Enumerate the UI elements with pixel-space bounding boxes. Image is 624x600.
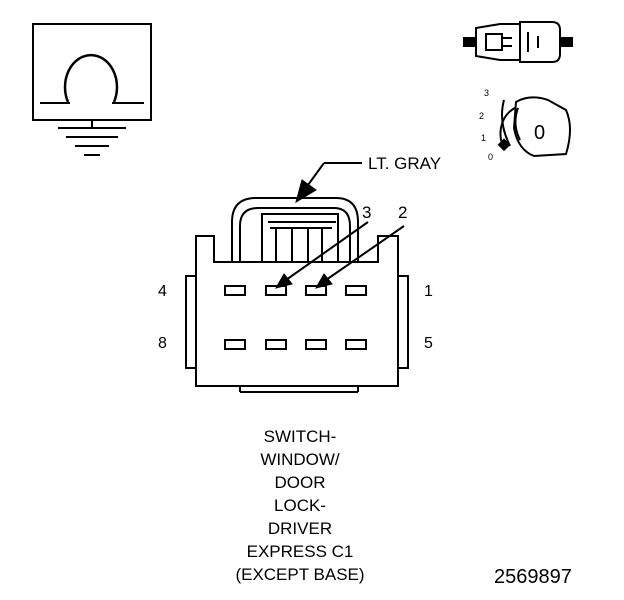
terminal-label-2: 2 <box>398 203 407 222</box>
terminal-pointer-arrows <box>274 221 405 289</box>
description-line: WINDOW/ <box>260 450 340 469</box>
ground-symbol-icon <box>32 23 152 156</box>
connector-body <box>185 197 409 393</box>
connector-side-view-icon <box>463 21 573 63</box>
cavity-6 <box>305 339 327 350</box>
description-line: EXPRESS C1 <box>246 542 354 561</box>
wire-leader-arrow <box>295 162 362 204</box>
description-line: DRIVER <box>267 519 333 538</box>
connector-description: SWITCH- WINDOW/ DOOR LOCK- DRIVER EXPRES… <box>200 425 400 586</box>
cavity-5 <box>345 339 367 350</box>
description-line: DOOR <box>274 473 326 492</box>
terminal-label-8: 8 <box>158 335 167 352</box>
wire-color-label: LT. GRAY <box>368 154 441 173</box>
key-position-label: 0 <box>534 122 545 144</box>
cavity-1 <box>345 285 367 296</box>
key-mark-1: 1 <box>481 133 486 143</box>
cavity-3 <box>265 285 287 296</box>
description-line: SWITCH- <box>263 427 337 446</box>
figure-number: 2569897 <box>494 566 572 588</box>
description-line: (EXCEPT BASE) <box>235 565 365 584</box>
key-mark-2: 2 <box>479 111 484 121</box>
arrow-terminal-3 <box>285 221 369 281</box>
description-line: LOCK- <box>274 496 326 515</box>
terminal-label-5: 5 <box>424 335 433 352</box>
terminal-label-1: 1 <box>424 283 433 300</box>
cavity-8 <box>224 339 246 350</box>
arrow-terminal-2 <box>325 225 405 281</box>
key-position-icon: 0 3 2 1 0 <box>479 88 571 162</box>
terminal-label-3: 3 <box>362 203 371 222</box>
cavity-7 <box>265 339 287 350</box>
terminal-cavities <box>224 285 367 350</box>
terminal-label-4: 4 <box>158 283 167 300</box>
cavity-4 <box>224 285 246 296</box>
key-mark-3: 3 <box>484 88 489 98</box>
cavity-2 <box>305 285 327 296</box>
key-mark-0: 0 <box>488 152 493 162</box>
